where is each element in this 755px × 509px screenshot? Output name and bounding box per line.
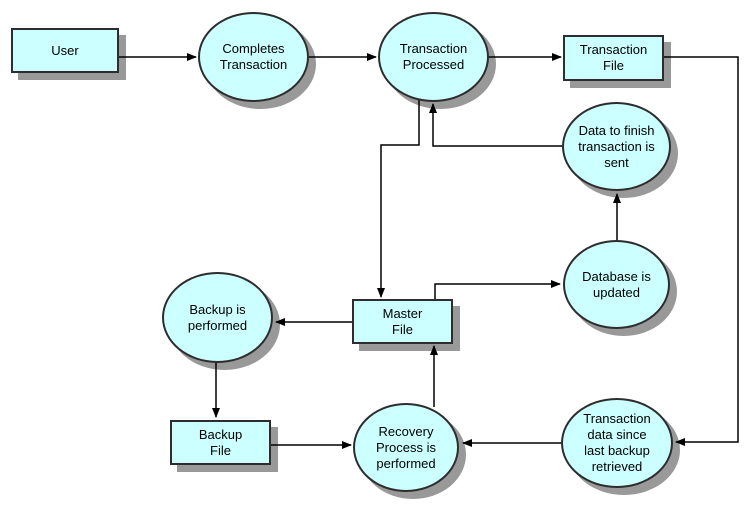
node-database-updated: Database is updated (563, 240, 670, 329)
node-backup-file: Backup File (170, 420, 271, 465)
node-recovery-process: Recovery Process is performed (353, 403, 459, 492)
node-data-sent: Data to finish transaction is sent (562, 102, 671, 191)
node-transaction-file: Transaction File (563, 35, 664, 81)
edge-master-file-to-database-updated (434, 280, 561, 300)
node-label: Transaction data since last backup retri… (583, 411, 651, 474)
node-transaction-processed: Transaction Processed (378, 12, 489, 102)
node-label: Transaction File (579, 42, 648, 73)
node-label: Transaction Processed (399, 41, 468, 72)
node-master-file: Master File (352, 299, 453, 344)
edge-data-sent-to-transaction-processed (429, 103, 562, 147)
node-label: Master File (382, 305, 423, 337)
edge-transaction-file-to-transaction-data (663, 56, 739, 446)
node-label: Completes Transaction (219, 41, 288, 72)
node-label: Backup is performed (187, 301, 248, 333)
node-label: User (51, 42, 79, 58)
node-backup-performed: Backup is performed (162, 272, 273, 363)
node-user: User (11, 28, 119, 73)
node-label: Backup File (198, 426, 243, 458)
node-transaction-data-retrieved: Transaction data since last backup retri… (561, 398, 673, 488)
node-label: Database is updated (582, 268, 651, 300)
edge-transaction-processed-to-master-file (377, 100, 420, 298)
node-label: Data to finish transaction is sent (578, 122, 655, 170)
node-label: Recovery Process is performed (376, 423, 436, 471)
node-completes-transaction: Completes Transaction (198, 12, 309, 102)
